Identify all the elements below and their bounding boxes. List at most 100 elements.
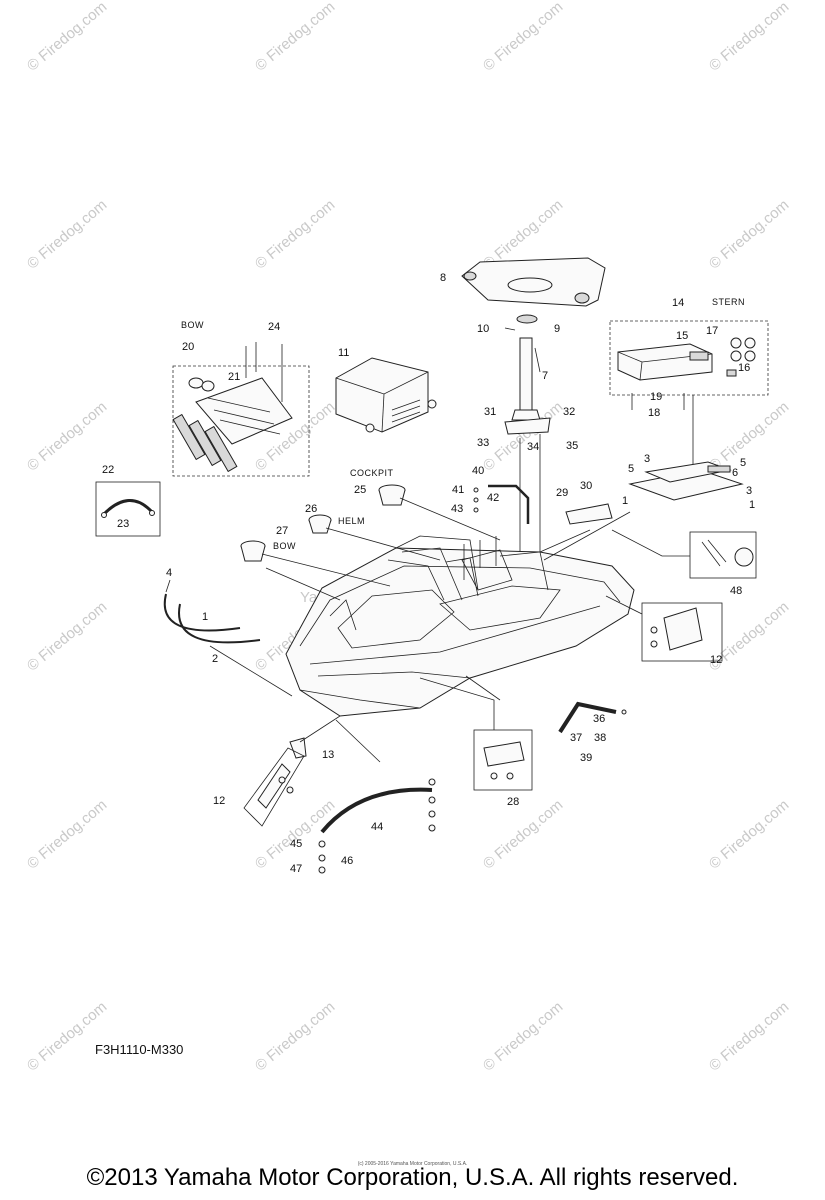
callout: 45	[290, 838, 302, 850]
zone-label-bow: BOW	[273, 541, 296, 551]
watermark-text: © Firedog.com	[252, 196, 338, 272]
callout: 15	[676, 330, 688, 342]
callout: 23	[117, 518, 129, 530]
callout: 3	[746, 485, 752, 497]
zone-labels: BOW STERN COCKPIT HELM BOW	[181, 297, 745, 551]
callout: 42	[487, 492, 499, 504]
watermark-text: © Firedog.com	[706, 0, 792, 75]
callout: 11	[338, 347, 349, 359]
part-1-2-4-hoses	[163, 579, 261, 644]
callout: 40	[472, 465, 484, 477]
callout: 28	[507, 796, 519, 808]
callout: 46	[341, 855, 353, 867]
watermark-text: © Firedog.com	[24, 0, 110, 75]
watermark-text: © Firedog.com	[706, 398, 792, 474]
callout: 18	[648, 407, 660, 419]
callout: 36	[593, 713, 605, 725]
part-48-box	[689, 531, 757, 579]
part-40-handle	[473, 484, 530, 524]
part-8-cover	[461, 257, 606, 307]
callout: 13	[322, 749, 334, 761]
callout: 43	[451, 503, 463, 515]
callout: 2	[212, 653, 218, 665]
zone-label-cockpit: COCKPIT	[350, 468, 394, 478]
callout: 9	[554, 323, 560, 335]
callout: 7	[542, 370, 548, 382]
callout: 8	[440, 272, 446, 284]
part-12-box-right	[641, 602, 723, 662]
leader-lines	[209, 347, 690, 763]
part-14-stern-box	[609, 320, 769, 481]
zone-label-helm: HELM	[338, 516, 365, 526]
watermark-text: © Firedog.com	[24, 998, 110, 1074]
callout: 35	[566, 440, 578, 452]
callout: 12	[710, 654, 722, 666]
callouts: 1 1 1 2 3 3 4 5 5 6 7 8 9 10 11 12 12 13…	[102, 272, 755, 875]
callout: 6	[732, 467, 738, 479]
callout: 16	[738, 362, 750, 374]
part-44-rail	[318, 778, 436, 874]
watermark-text: © Firedog.com	[24, 796, 110, 872]
watermark-text: © Firedog.com	[706, 196, 792, 272]
callout: 29	[556, 487, 568, 499]
callout: 30	[580, 480, 592, 492]
zone-label-stern: STERN	[712, 297, 745, 307]
callout: 26	[305, 503, 317, 515]
callout: 1	[749, 499, 755, 511]
watermark-text: © Firedog.com	[24, 598, 110, 674]
callout: 17	[706, 325, 718, 337]
callout: 1	[202, 611, 208, 623]
copyright-notice: ©2013 Yamaha Motor Corporation, U.S.A. A…	[86, 1164, 739, 1191]
callout: 4	[166, 567, 172, 579]
part-36-rail	[558, 701, 627, 734]
callout: 38	[594, 732, 606, 744]
callout: 14	[672, 297, 684, 309]
watermark-text: © Firedog.com	[480, 796, 566, 872]
part-25-26-27-cupholders	[240, 484, 406, 562]
hull	[285, 535, 635, 717]
callout: 22	[102, 464, 114, 476]
part-29-30-bracket	[565, 503, 613, 525]
part-11-cooler	[335, 357, 437, 433]
callout: 10	[477, 323, 489, 335]
callout: 47	[290, 863, 302, 875]
callout: 12	[213, 795, 225, 807]
callout: 24	[268, 321, 280, 333]
callout: 1	[622, 495, 628, 507]
part-22-hose-box	[95, 481, 161, 537]
watermark-text: © Firedog.com	[24, 398, 110, 474]
watermark-text: © Firedog.com	[480, 998, 566, 1074]
watermark-text: © Firedog.com	[252, 0, 338, 75]
callout: 37	[570, 732, 582, 744]
callout: 39	[580, 752, 592, 764]
callout: 32	[563, 406, 575, 418]
watermark-text: © Firedog.com	[24, 196, 110, 272]
callout: 21	[228, 371, 240, 383]
watermark-text: © Firedog.com	[706, 796, 792, 872]
callout: 19	[650, 391, 662, 403]
watermark-text: © Firedog.com	[706, 998, 792, 1074]
part-28-box	[473, 729, 533, 791]
callout: 44	[371, 821, 383, 833]
watermark-text: © Firedog.com	[252, 796, 338, 872]
zone-label-bow-top: BOW	[181, 320, 204, 330]
callout: 27	[276, 525, 288, 537]
callout: 33	[477, 437, 489, 449]
callout: 31	[484, 406, 496, 418]
callout: 3	[644, 453, 650, 465]
watermark-text: © Firedog.com	[480, 0, 566, 75]
watermark-layer: © Firedog.com © Firedog.com © Firedog.com ©…	[24, 0, 792, 1075]
callout: 48	[730, 585, 742, 597]
callout: 20	[182, 341, 194, 353]
callout: 41	[452, 484, 464, 496]
callout: 5	[628, 463, 634, 475]
part-9-10-7-pedestal	[504, 314, 551, 435]
part-1-3-5-6-bracket	[628, 461, 744, 501]
diagram-code: F3H1110-M330	[95, 1042, 184, 1057]
callout: 34	[527, 441, 539, 453]
callout: 5	[740, 457, 746, 469]
small-copyright: (c) 2005-2016 Yamaha Motor Corporation, …	[357, 1161, 468, 1167]
part-20-bow-ladder-box	[172, 342, 310, 477]
callout: 25	[354, 484, 366, 496]
